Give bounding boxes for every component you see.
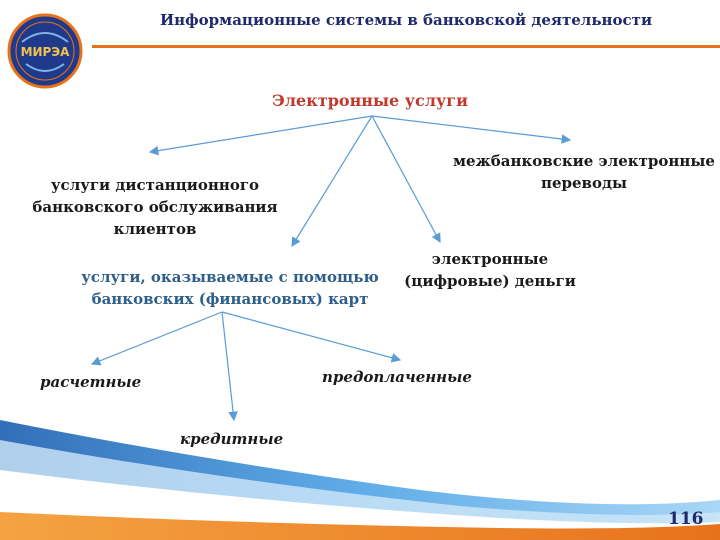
node-interbank-line-1: межбанковские электронные <box>453 152 715 170</box>
node-interbank-line-2: переводы <box>540 174 627 192</box>
arrow-root-to-remote <box>148 115 373 156</box>
arrow-root-to-interbank <box>371 115 572 144</box>
root-node-electronic-services: Электронные услуги <box>272 91 468 110</box>
arrow-root-to-digital-money <box>371 115 441 244</box>
node-credit-cards: кредитные <box>180 430 284 448</box>
mirea-logo: МИРЭА <box>7 13 83 89</box>
arrow-root-to-cards <box>291 115 373 248</box>
node-remote-banking-services: услуги дистанционного банковского обслуж… <box>10 174 300 240</box>
footer-swoosh <box>0 420 720 540</box>
arrow-cards-to-prepaid <box>221 311 402 363</box>
page-number: 116 <box>668 509 704 529</box>
node-cards-line-2: банковских (финансовых) карт <box>91 290 369 308</box>
header-divider <box>92 45 720 48</box>
logo-text: МИРЭА <box>21 45 71 59</box>
node-cards-line-1: услуги, оказываемые с помощью <box>81 268 379 286</box>
arrow-cards-to-settlement <box>90 311 223 366</box>
node-remote-line-2: банковского обслуживания <box>32 198 278 216</box>
arrow-cards-to-credit <box>221 311 238 422</box>
node-settlement-cards: расчетные <box>40 373 142 391</box>
node-prepaid-cards: предоплаченные <box>322 368 472 386</box>
node-card-services: услуги, оказываемые с помощью банковских… <box>60 266 400 310</box>
node-digital-money: электронные (цифровые) деньги <box>390 248 590 292</box>
node-interbank-transfers: межбанковские электронные переводы <box>448 150 720 194</box>
page-title: Информационные системы в банковской деят… <box>160 11 653 29</box>
node-digital-line-1: электронные <box>431 250 549 268</box>
node-remote-line-1: услуги дистанционного <box>50 176 260 194</box>
node-remote-line-3: клиентов <box>113 220 197 238</box>
node-digital-line-2: (цифровые) деньги <box>404 272 576 290</box>
